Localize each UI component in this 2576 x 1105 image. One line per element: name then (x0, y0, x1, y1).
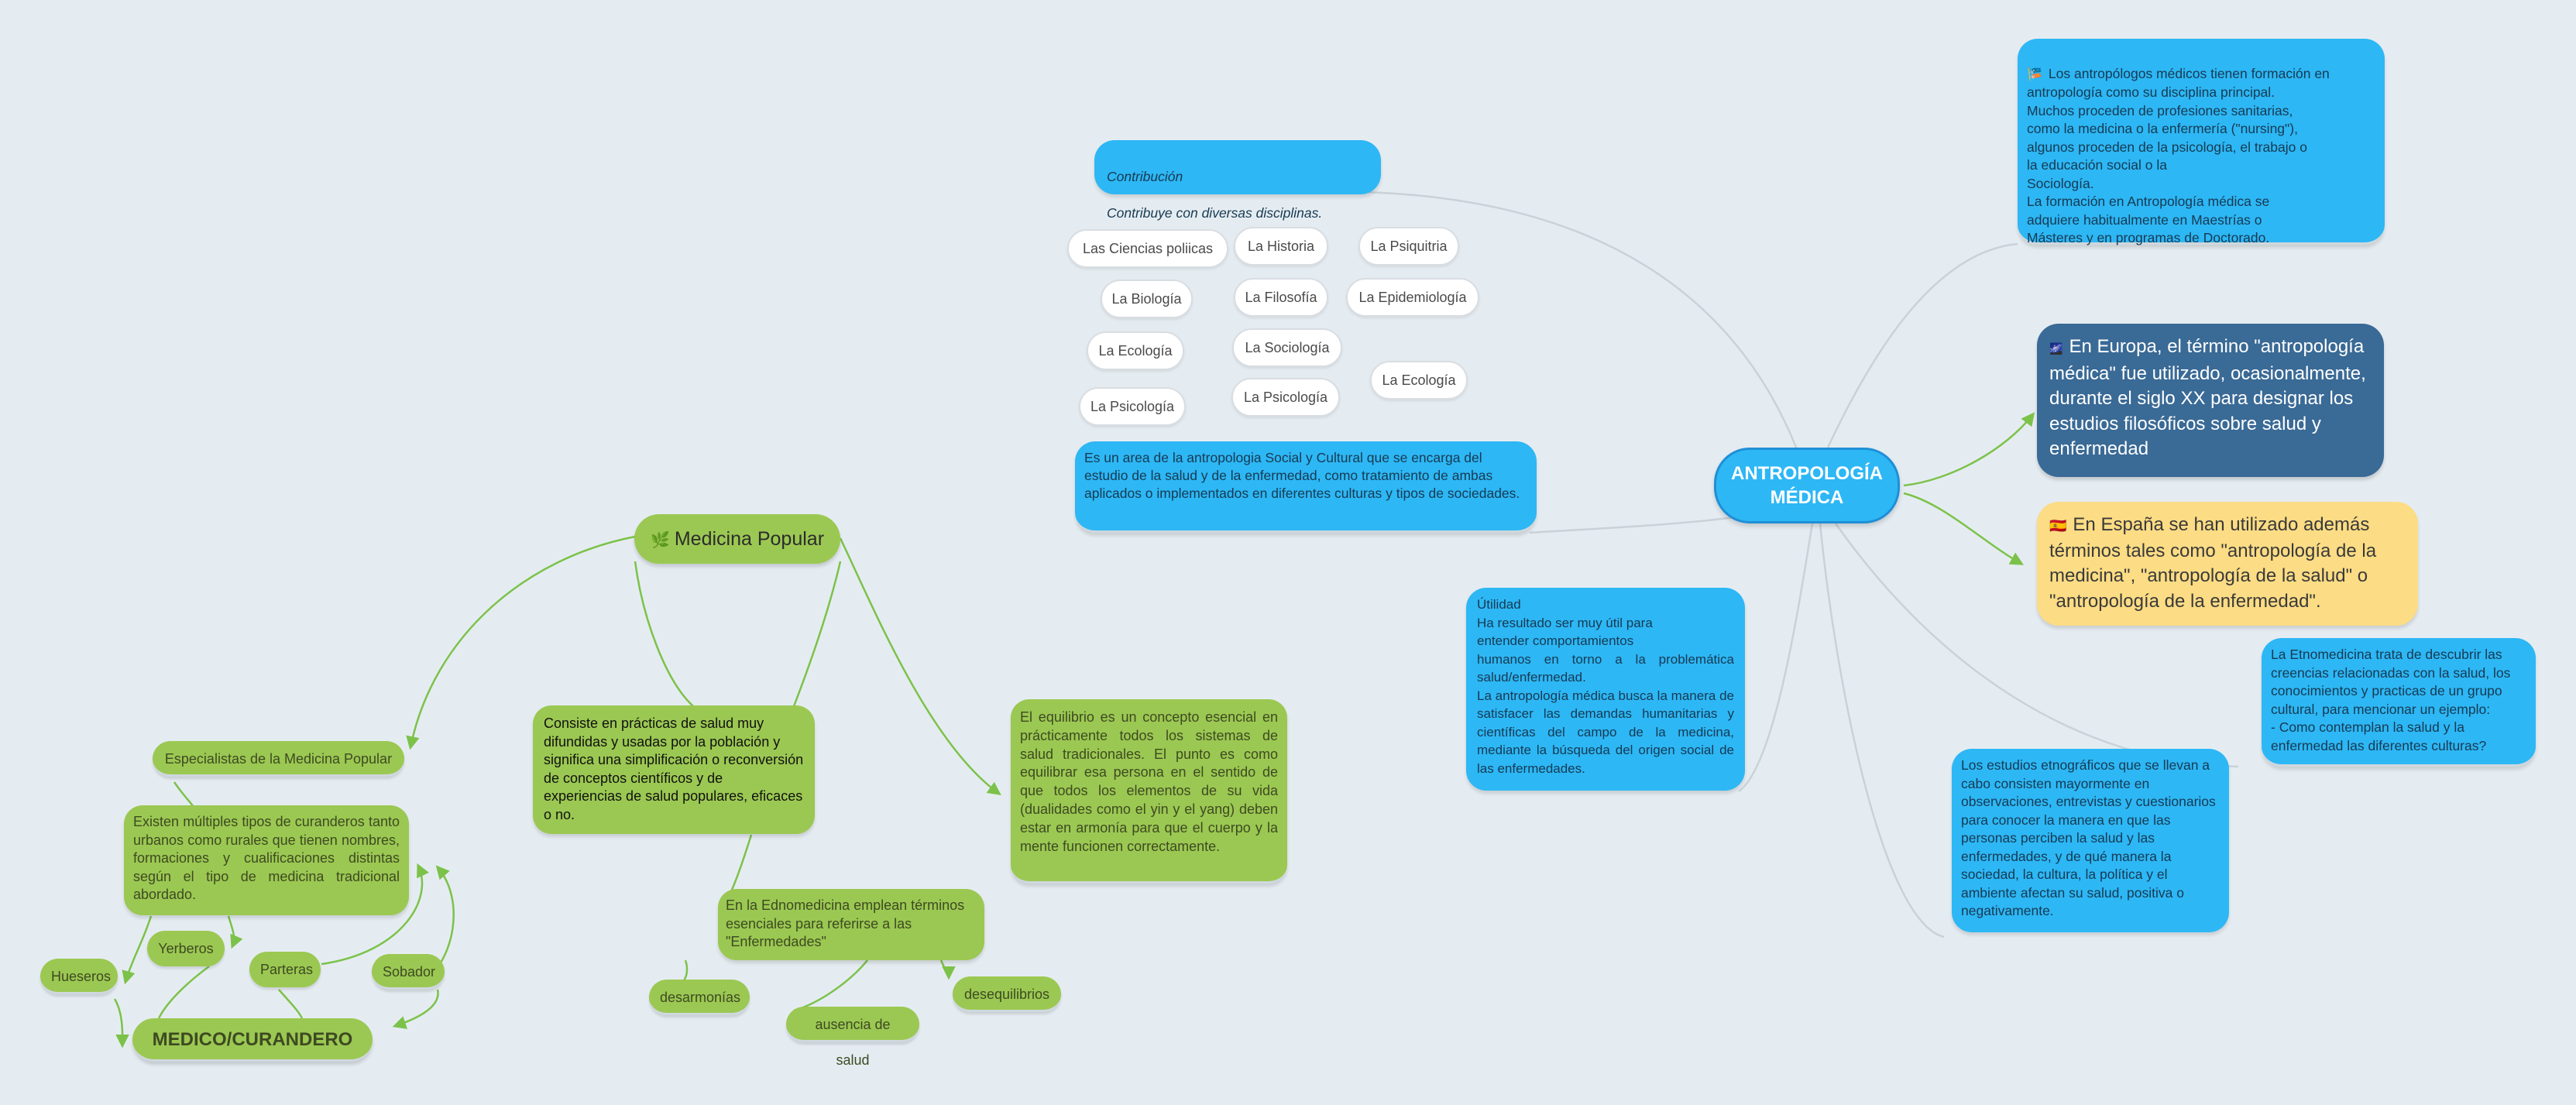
discipline-pill[interactable]: La Psicología (1079, 387, 1186, 426)
yerberos-node[interactable]: Yerberos (147, 931, 225, 966)
utilidad-node[interactable]: Útilidad Ha resultado ser muy útil para … (1466, 588, 1745, 791)
discipline-pill[interactable]: La Psicología (1231, 378, 1340, 417)
medico-curandero-node[interactable]: MEDICO/CURANDERO (132, 1018, 373, 1062)
etnomedicina-node[interactable]: La Etnomedicina trata de descubrir las c… (2262, 638, 2536, 767)
night-sky-icon: 🌌 (2049, 342, 2063, 355)
sobador-node[interactable]: Sobador (372, 954, 445, 990)
espana-node[interactable]: 🇪🇸En España se han utilizado además térm… (2037, 502, 2418, 626)
discipline-pill[interactable]: La Ecología (1370, 361, 1468, 400)
discipline-pill[interactable]: Las Ciencias poliicas (1067, 229, 1228, 268)
discipline-pill[interactable]: La Historia (1234, 227, 1328, 266)
discipline-pill[interactable]: La Ecología (1087, 331, 1184, 370)
espana-text: En España se han utilizado además términ… (2049, 514, 2377, 612)
europa-text: En Europa, el término "antropología médi… (2049, 336, 2366, 459)
equilibrio-node[interactable]: El equilibrio es un concepto esencial en… (1011, 699, 1287, 884)
discipline-pill[interactable]: La Psiquitria (1358, 227, 1459, 266)
europa-node[interactable]: 🌌En Europa, el término "antropología méd… (2037, 324, 2384, 477)
root-title-line1: ANTROPOLOGÍA (1731, 463, 1883, 484)
formacion-node[interactable]: 🎏Los antropólogos médicos tienen formaci… (2018, 39, 2385, 245)
wave-flags-icon: 🎏 (2027, 67, 2042, 81)
medicina-popular-title: Medicina Popular (674, 528, 825, 550)
discipline-pill[interactable]: La Sociología (1232, 328, 1342, 367)
root-title-line2: MÉDICA (1770, 487, 1844, 508)
medicina-popular-node[interactable]: 🌿Medicina Popular (634, 514, 840, 564)
root-node[interactable]: ANTROPOLOGÍA MÉDICA (1714, 448, 1900, 523)
contribucion-title: Contribución (1107, 168, 1183, 184)
etnograficos-node[interactable]: Los estudios etnográficos que se llevan … (1952, 749, 2229, 932)
especialistas-node[interactable]: Especialistas de la Medicina Popular (153, 741, 404, 777)
discipline-pill[interactable]: La Epidemiología (1346, 278, 1479, 317)
contribucion-node[interactable]: Contribución Contribuye con diversas dis… (1094, 140, 1381, 221)
ednomedicina-node[interactable]: En la Ednomedicina emplean términos esen… (718, 889, 984, 960)
discipline-pill[interactable]: La Filosofía (1234, 278, 1328, 317)
formacion-text: Los antropólogos médicos tienen formació… (2027, 65, 2330, 246)
definition-node[interactable]: Es un area de la antropologia Social y C… (1075, 441, 1537, 533)
consiste-node[interactable]: Consiste en prácticas de salud muy difun… (533, 705, 815, 834)
desarmonias-node[interactable]: desarmonías (649, 980, 750, 1015)
contribucion-text: Contribuye con diversas disciplinas. (1107, 204, 1323, 221)
parteras-node[interactable]: Parteras (249, 952, 321, 987)
spain-flag-icon: 🇪🇸 (2049, 518, 2067, 534)
discipline-pill[interactable]: La Biología (1101, 280, 1193, 318)
hueseros-node[interactable]: Hueseros (40, 959, 118, 994)
ausencia-node[interactable]: ausencia de salud (786, 1007, 919, 1068)
leaf-icon: 🌿 (650, 532, 670, 549)
curanderos-node[interactable]: Existen múltiples tipos de curanderos ta… (124, 805, 409, 915)
desequilibrios-node[interactable]: desequilibrios (953, 976, 1061, 1012)
